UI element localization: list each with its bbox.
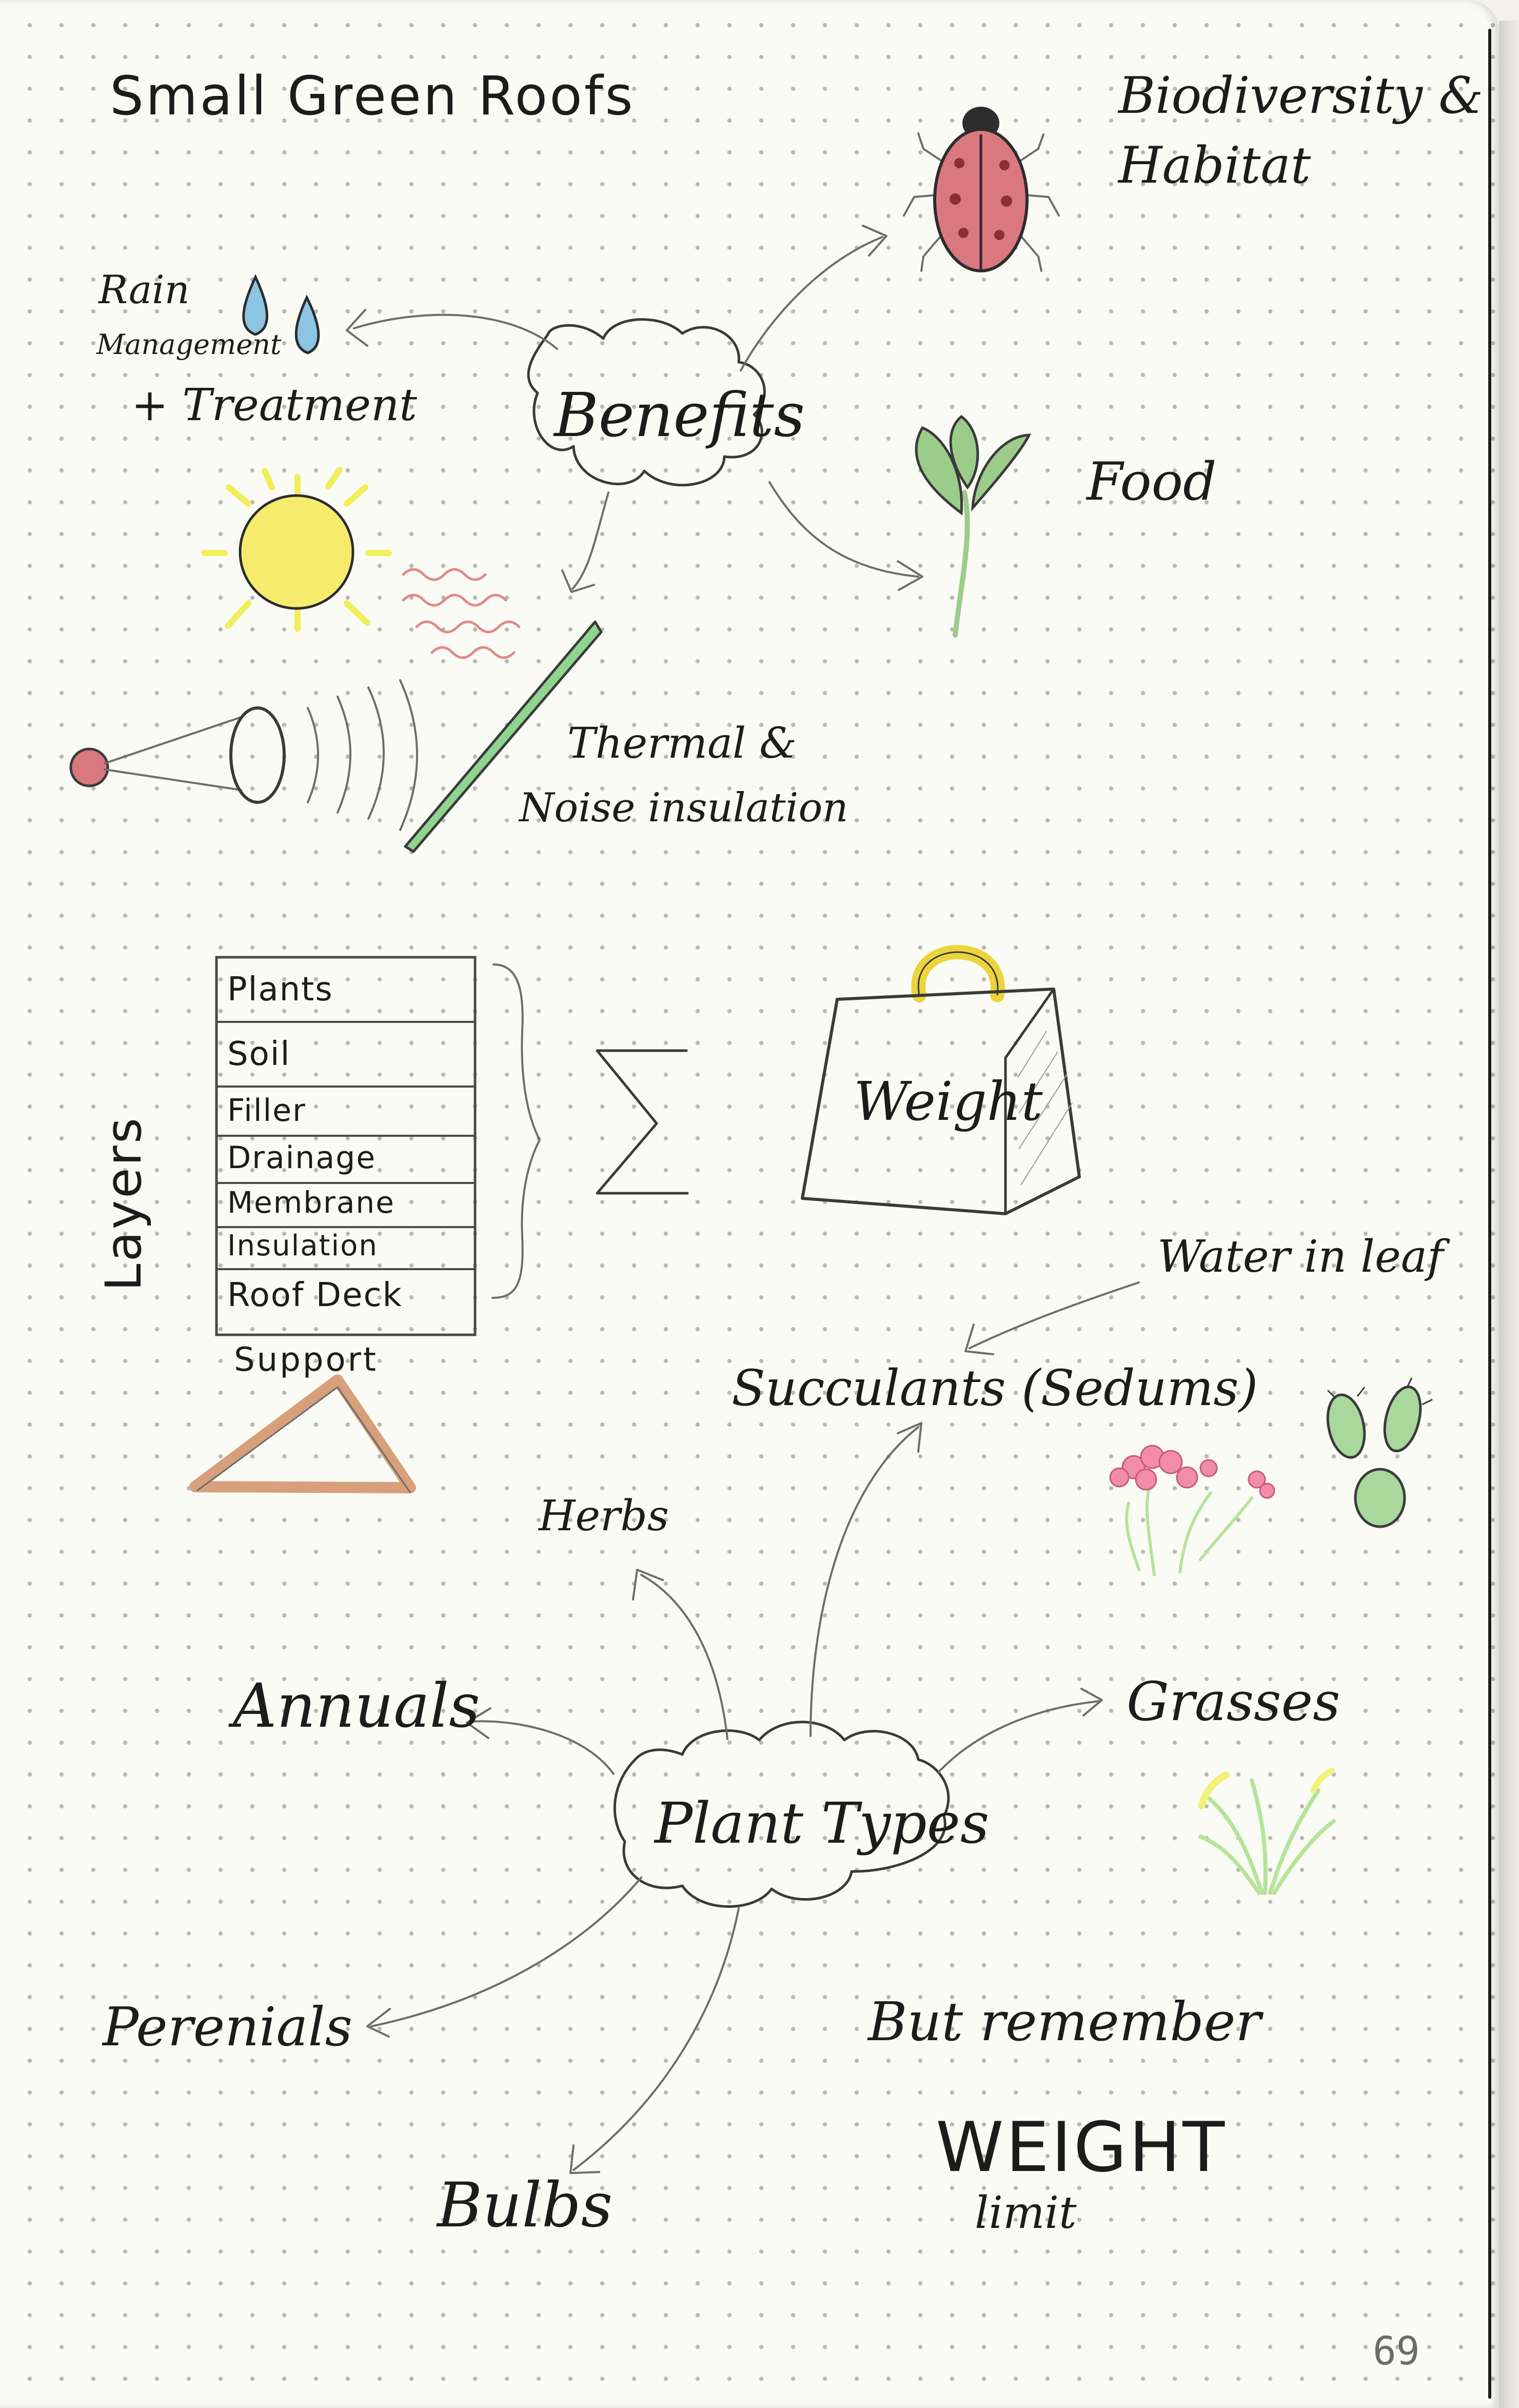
plant-types-hub-label: Plant Types [655, 1790, 990, 1856]
support-label: Support [234, 1341, 378, 1379]
arrow-to-thermal-head [561, 569, 595, 593]
sedum-flower-icon [1109, 1445, 1275, 1576]
arrow-to-ladybug [740, 236, 883, 371]
arrow-to-rain-head [346, 309, 368, 347]
rain-label-line2: Management [96, 328, 282, 361]
page-number: 69 [1373, 2328, 1420, 2374]
grasses-label: Grasses [1127, 1670, 1340, 1733]
arrow-to-perenials-head [366, 2008, 391, 2038]
page-edge [1499, 21, 1519, 2408]
arrow-to-herbs-head [632, 1569, 664, 1601]
food-plant-icon [915, 415, 1032, 638]
arrow-to-succulents-head [897, 1422, 922, 1453]
herbs-label: Herbs [539, 1492, 669, 1541]
reminder-line3: limit [975, 2187, 1077, 2239]
layers-label: Layers [94, 1116, 152, 1291]
biodiversity-label-line2: Habitat [1118, 136, 1311, 195]
arrow-to-bulbs-head [569, 2144, 600, 2174]
arrow-water-to-succulents-head [964, 1324, 994, 1355]
page-border-line [1488, 29, 1491, 2399]
arrow-to-grasses [938, 1700, 1101, 1773]
arrow-to-rain [353, 313, 558, 350]
sum-symbol-icon [596, 1049, 689, 1195]
thermal-label-line2: Noise insulation [519, 785, 849, 831]
arrow-water-to-succulents [969, 1281, 1140, 1349]
food-label: Food [1087, 451, 1217, 512]
reminder-line1: But remember [868, 1990, 1261, 2053]
layer-item-soil: Soil [227, 1035, 291, 1073]
benefits-cloud [527, 318, 766, 487]
rain-label-line3: + Treatment [131, 380, 417, 431]
sun-icon [201, 467, 392, 632]
arrow-to-food [768, 481, 919, 578]
layers-table [215, 956, 477, 1336]
bulbs-label: Bulbs [437, 2170, 613, 2241]
arrow-to-annuals-head [466, 1707, 491, 1739]
perenials-label: Perenials [103, 1996, 352, 2058]
annuals-label: Annuals [233, 1670, 480, 1741]
ladybug-icon [903, 107, 1060, 272]
arrow-to-food-head [897, 560, 923, 591]
plant-types-cloud [613, 1721, 950, 1908]
arrow-to-annuals [468, 1720, 615, 1775]
arrow-to-ladybug-head [862, 225, 887, 256]
biodiversity-label-line1: Biodiversity & [1118, 67, 1484, 125]
benefits-hub-label: Benefits [554, 380, 805, 450]
arrow-to-succulents [810, 1426, 919, 1737]
arrow-to-thermal [571, 491, 609, 590]
layers-brace [491, 963, 541, 1299]
support-triangle [189, 1374, 416, 1493]
layer-item-insulation: Insulation [227, 1229, 378, 1262]
arrow-to-herbs [640, 1574, 728, 1740]
grass-icon [1198, 1768, 1336, 1895]
water-note-label: Water in leaf [1157, 1231, 1444, 1282]
sound-waves-icon [307, 679, 418, 831]
layer-item-drainage: Drainage [227, 1140, 377, 1176]
rain-label-line1: Rain [98, 267, 190, 312]
thermal-label-line1: Thermal & [567, 719, 797, 768]
sound-source-icon [69, 706, 286, 804]
sum-symbol-label: Σ [569, 1005, 678, 1185]
layer-item-membrane: Membrane [227, 1185, 395, 1220]
heat-waves-icon [402, 568, 521, 659]
arrow-to-perenials [370, 1877, 642, 2027]
succulents-label: Succulants (Sedums) [732, 1359, 1258, 1417]
arrow-to-bulbs [573, 1907, 740, 2171]
weight-label: Weight [854, 1070, 1043, 1133]
layer-item-filler: Filler [227, 1093, 306, 1129]
cactus-icon [1326, 1377, 1433, 1528]
weight-icon [801, 945, 1081, 1215]
green-roof-slope [404, 620, 603, 853]
water-drop-icon [242, 274, 320, 354]
page-title: Small Green Roofs [110, 65, 635, 127]
reminder-line2: WEIGHT [936, 2107, 1227, 2187]
arrow-to-grasses-head [1080, 1688, 1103, 1716]
layer-item-plants: Plants [227, 971, 333, 1009]
layer-item-roof-deck: Roof Deck [227, 1276, 403, 1314]
